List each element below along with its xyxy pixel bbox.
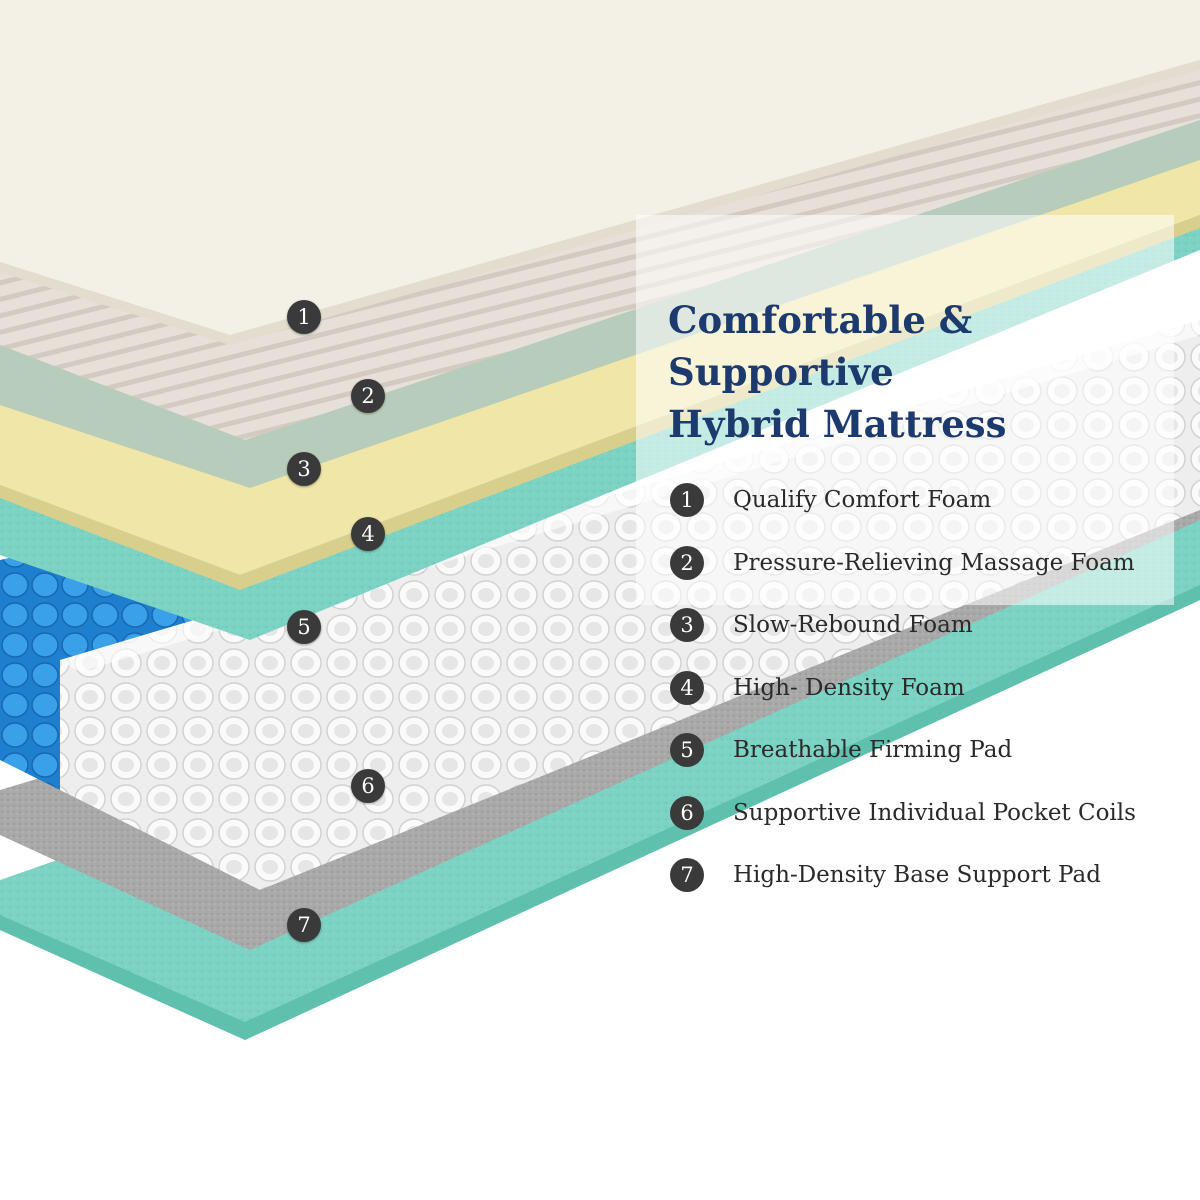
legend-label: Breathable Firming Pad (733, 737, 1013, 763)
legend-number: 3 (670, 608, 704, 642)
comfort-foam-layer (0, 0, 1200, 335)
title-line-1: Comfortable & Supportive (668, 298, 973, 394)
legend-number: 1 (670, 483, 704, 517)
legend-label: Supportive Individual Pocket Coils (733, 799, 1136, 826)
legend-item: 6 Supportive Individual Pocket Coils (670, 793, 1198, 856)
legend-item: 2 Pressure-Relieving Massage Foam (670, 543, 1198, 606)
layer-badge-3: 3 (287, 452, 321, 486)
info-panel (636, 215, 1174, 605)
layer-badge-5: 5 (287, 610, 321, 644)
legend-number: 7 (670, 858, 704, 892)
layer-badge-7: 7 (287, 908, 321, 942)
legend-label: High-Density Base Support Pad (733, 862, 1101, 888)
legend-item: 5 Breathable Firming Pad (670, 730, 1198, 793)
legend-item: 4 High- Density Foam (670, 668, 1198, 731)
legend-number: 5 (670, 733, 704, 767)
legend-number: 2 (670, 545, 704, 580)
legend-item: 7 High-Density Base Support Pad (670, 855, 1198, 918)
legend-number: 6 (670, 795, 704, 830)
layer-badge-1: 1 (287, 300, 321, 334)
legend-label: Pressure-Relieving Massage Foam (733, 549, 1135, 576)
layer-legend: 1 Qualify Comfort Foam 2 Pressure-Reliev… (670, 480, 1198, 918)
legend-label: Qualify Comfort Foam (733, 487, 992, 513)
legend-item: 3 Slow-Rebound Foam (670, 605, 1198, 668)
legend-label: Slow-Rebound Foam (733, 612, 973, 638)
layer-badge-2: 2 (351, 379, 385, 413)
legend-label: High- Density Foam (733, 674, 965, 701)
legend-number: 4 (670, 670, 704, 705)
title-line-2: Hybrid Mattress (668, 402, 1007, 446)
page-title: Comfortable & Supportive Hybrid Mattress (668, 294, 1198, 450)
legend-item: 1 Qualify Comfort Foam (670, 480, 1198, 543)
layer-badge-6: 6 (351, 769, 385, 803)
layer-badge-4: 4 (351, 517, 385, 551)
